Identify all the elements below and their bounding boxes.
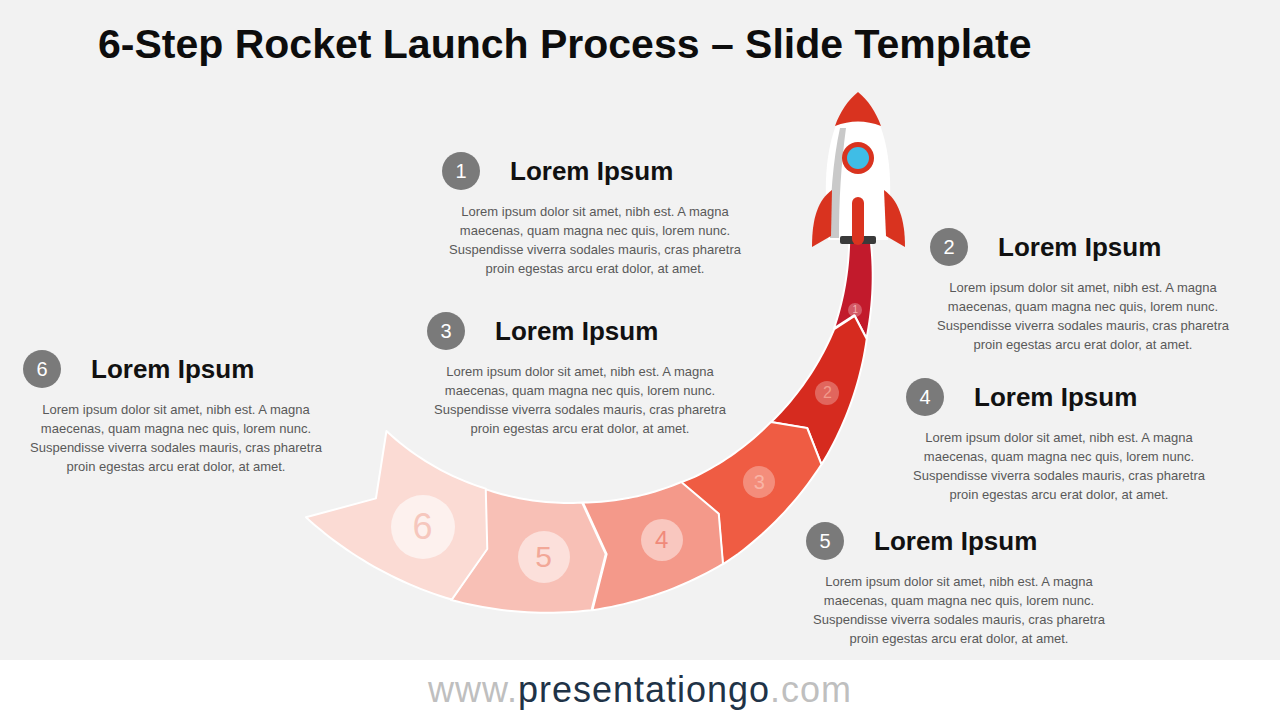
step-heading: Lorem Ipsum bbox=[974, 378, 1137, 416]
step-number: 6 bbox=[23, 350, 61, 388]
step-body: Lorem ipsum dolor sit amet, nibh est. A … bbox=[439, 202, 751, 278]
trail-segment: 6 bbox=[303, 428, 490, 603]
rocket-center-fin bbox=[852, 197, 864, 245]
slide-title: 6-Step Rocket Launch Process – Slide Tem… bbox=[98, 20, 1031, 68]
step-number: 4 bbox=[906, 378, 944, 416]
footer-url-part: www. bbox=[428, 669, 518, 710]
rocket-window bbox=[847, 147, 869, 169]
step-number: 3 bbox=[427, 312, 465, 350]
step-number: 5 bbox=[806, 522, 844, 560]
rocket-window-rim bbox=[842, 142, 874, 174]
step-body: Lorem ipsum dolor sit amet, nibh est. A … bbox=[803, 572, 1115, 648]
step-heading: Lorem Ipsum bbox=[998, 228, 1161, 266]
rocket-nose bbox=[835, 92, 881, 126]
footer-url-part: presentationgo bbox=[518, 669, 770, 710]
step-callout: 3 Lorem IpsumLorem ipsum dolor sit amet, … bbox=[427, 312, 737, 442]
step-callout: 1 Lorem IpsumLorem ipsum dolor sit amet, … bbox=[442, 152, 752, 282]
step-callout: 6 Lorem IpsumLorem ipsum dolor sit amet, … bbox=[23, 350, 333, 480]
step-heading: Lorem Ipsum bbox=[495, 312, 658, 350]
step-heading: Lorem Ipsum bbox=[874, 522, 1037, 560]
step-callout: 5 Lorem IpsumLorem ipsum dolor sit amet, … bbox=[806, 522, 1116, 652]
step-heading: Lorem Ipsum bbox=[510, 152, 673, 190]
rocket-fin bbox=[812, 190, 832, 247]
segment-number: 4 bbox=[641, 519, 683, 561]
step-body: Lorem ipsum dolor sit amet, nibh est. A … bbox=[424, 362, 736, 438]
step-callout: 2 Lorem IpsumLorem ipsum dolor sit amet, … bbox=[930, 228, 1240, 358]
rocket-fin bbox=[884, 190, 905, 247]
step-body: Lorem ipsum dolor sit amet, nibh est. A … bbox=[903, 428, 1215, 504]
footer-url: www.presentationgo.com bbox=[0, 664, 1280, 716]
step-heading: Lorem Ipsum bbox=[91, 350, 254, 388]
step-callout: 4 Lorem IpsumLorem ipsum dolor sit amet, … bbox=[906, 378, 1216, 508]
footer-url-part: .com bbox=[770, 669, 852, 710]
rocket-shade bbox=[830, 128, 846, 238]
segment-number: 6 bbox=[391, 495, 455, 559]
step-body: Lorem ipsum dolor sit amet, nibh est. A … bbox=[927, 278, 1239, 354]
step-number: 2 bbox=[930, 228, 968, 266]
segment-number: 5 bbox=[518, 531, 570, 583]
segment-fill bbox=[306, 431, 487, 600]
step-number: 1 bbox=[442, 152, 480, 190]
step-body: Lorem ipsum dolor sit amet, nibh est. A … bbox=[20, 400, 332, 476]
